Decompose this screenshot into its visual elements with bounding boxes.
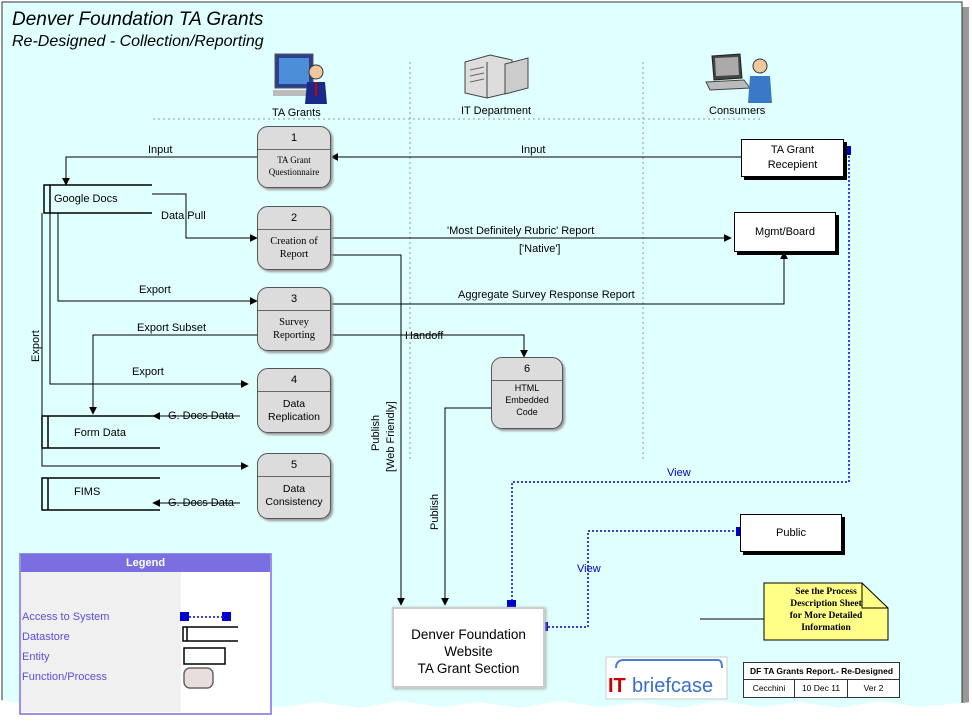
process-number: 3 — [258, 288, 330, 311]
title-block-date: 10 Dec 11 — [795, 680, 848, 697]
svg-text:IT: IT — [608, 675, 626, 697]
flow-label-publish-web-2: [Web Friendly] — [385, 401, 397, 472]
flow-label-export-2: Export — [132, 366, 164, 378]
itbriefcase-logo: IT briefcase — [605, 656, 728, 700]
datastore-google-docs-shape — [43, 184, 152, 214]
datastore-form-data[interactable]: Form Data — [74, 427, 126, 439]
legend-access-symbol — [180, 612, 231, 621]
flow-label-handoff: Handoff — [405, 330, 444, 342]
flow-label-gdocs-1: G. Docs Data — [168, 410, 235, 422]
process-description-note: See the Process Description Sheet for Mo… — [789, 587, 863, 633]
title-block: DF TA Grants Report.- Re-Designed Cecchi… — [743, 662, 900, 698]
website-ta-grant-section[interactable]: Denver Foundation Website TA Grant Secti… — [392, 607, 545, 688]
datastore-google-docs[interactable]: Google Docs — [54, 193, 118, 205]
title-block-author: Cecchini — [744, 680, 795, 697]
legend-process-label: Function/Process — [22, 671, 107, 683]
flow-label-input-left: Input — [148, 144, 173, 156]
website-line-3: TA Grant Section — [417, 661, 520, 676]
website-line-1: Denver Foundation — [411, 627, 526, 642]
datastore-fims[interactable]: FIMS — [74, 486, 101, 498]
legend-title: Legend — [21, 554, 270, 572]
process-number: 4 — [258, 369, 330, 392]
flow-label-view-2: View — [577, 563, 601, 575]
legend-datastore-label: Datastore — [22, 631, 70, 643]
lane-consumers: Consumers — [709, 105, 766, 117]
legend-access-label: Access to System — [22, 611, 110, 623]
lane-ta-grants: TA Grants — [272, 107, 321, 119]
flow-label-export-subset: Export Subset — [137, 322, 207, 334]
process-number: 1 — [258, 127, 330, 150]
flow-label-aggregate: Aggregate Survey Response Report — [458, 289, 635, 301]
svg-text:briefcase: briefcase — [632, 675, 713, 697]
website-line-2: Website — [444, 644, 493, 659]
legend-datastore-symbol — [182, 626, 238, 642]
flow-label-view-1: View — [667, 467, 691, 479]
legend-process-symbol — [183, 667, 214, 689]
process-number: 5 — [258, 454, 330, 477]
flow-label-input-right: Input — [521, 144, 546, 156]
entity-public[interactable]: Public — [740, 514, 842, 552]
lane-it-department: IT Department — [461, 105, 532, 117]
title-block-name: DF TA Grants Report.- Re-Designed — [744, 663, 899, 680]
process-number: 6 — [492, 358, 562, 381]
server-icon — [464, 54, 529, 99]
flow-label-native: ['Native'] — [519, 243, 561, 255]
laptop-user-icon — [705, 53, 772, 103]
diagram-subtitle: Re-Designed - Collection/Reporting — [12, 33, 264, 50]
process-number: 2 — [258, 207, 330, 230]
title-block-version: Ver 2 — [863, 683, 884, 693]
flow-label-rubric: 'Most Definitely Rubric' Report — [447, 225, 595, 237]
datastore-fims-shape — [41, 477, 160, 511]
diagram-title: Denver Foundation TA Grants — [12, 9, 264, 30]
flow-label-export-1: Export — [139, 284, 171, 296]
flow-label-publish-web-1: Publish — [370, 414, 382, 451]
legend-entity-symbol — [183, 647, 226, 665]
flow-label-data-pull: Data Pull — [161, 210, 206, 222]
entity-mgmt-board[interactable]: Mgmt/Board — [734, 212, 836, 252]
computer-user-icon — [273, 53, 327, 104]
flow-label-gdocs-2: G. Docs Data — [168, 497, 235, 509]
flow-label-publish: Publish — [429, 493, 441, 530]
legend-entity-label: Entity — [22, 651, 50, 663]
flow-label-export-vertical: Export — [30, 330, 42, 362]
